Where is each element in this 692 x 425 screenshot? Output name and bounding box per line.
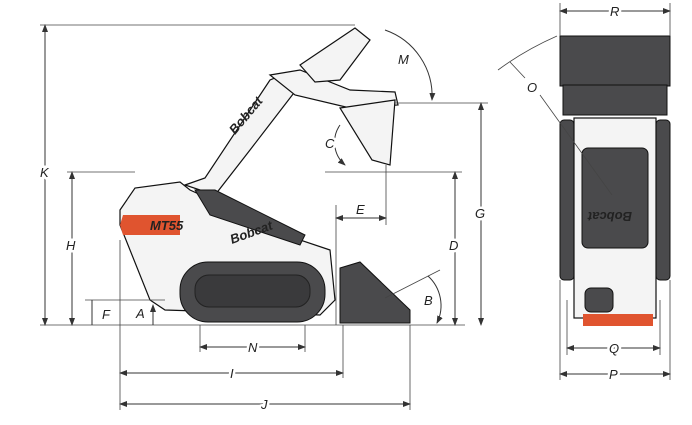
dim-label-d: D: [449, 238, 458, 253]
dim-label-b: B: [424, 293, 433, 308]
top-logo: Bobcat: [587, 209, 632, 224]
side-view: Bobcat MT55 Bobcat K H F A N: [38, 24, 488, 415]
dim-label-k: K: [40, 165, 50, 180]
dim-label-q: Q: [609, 341, 619, 356]
dim-label-p: P: [609, 367, 618, 382]
dim-label-n: N: [248, 340, 258, 355]
dim-label-g: G: [475, 206, 485, 221]
model-stripe: [120, 215, 180, 235]
right-track: [655, 119, 671, 281]
bucket: [339, 261, 411, 324]
dim-label-m: M: [398, 52, 409, 67]
dim-label-o: O: [527, 80, 537, 95]
model-badge: MT55: [150, 218, 184, 233]
dim-label-h: H: [66, 238, 76, 253]
top-view: Bobcat R O Q P: [497, 2, 671, 385]
top-body-panel: [581, 147, 649, 249]
dim-label-c: C: [325, 136, 335, 151]
dim-label-i: I: [230, 366, 234, 381]
dim-label-r: R: [610, 4, 619, 19]
rear-stripe: [583, 314, 653, 326]
dim-label-f: F: [102, 307, 111, 322]
dim-label-e: E: [356, 202, 365, 217]
raised-lift-arm: Bobcat: [183, 27, 399, 196]
left-track: [559, 119, 575, 281]
dim-label-a: A: [135, 306, 145, 321]
top-bucket: [559, 35, 671, 87]
machine-body: MT55 Bobcat: [119, 181, 411, 324]
dim-label-j: J: [260, 397, 268, 412]
